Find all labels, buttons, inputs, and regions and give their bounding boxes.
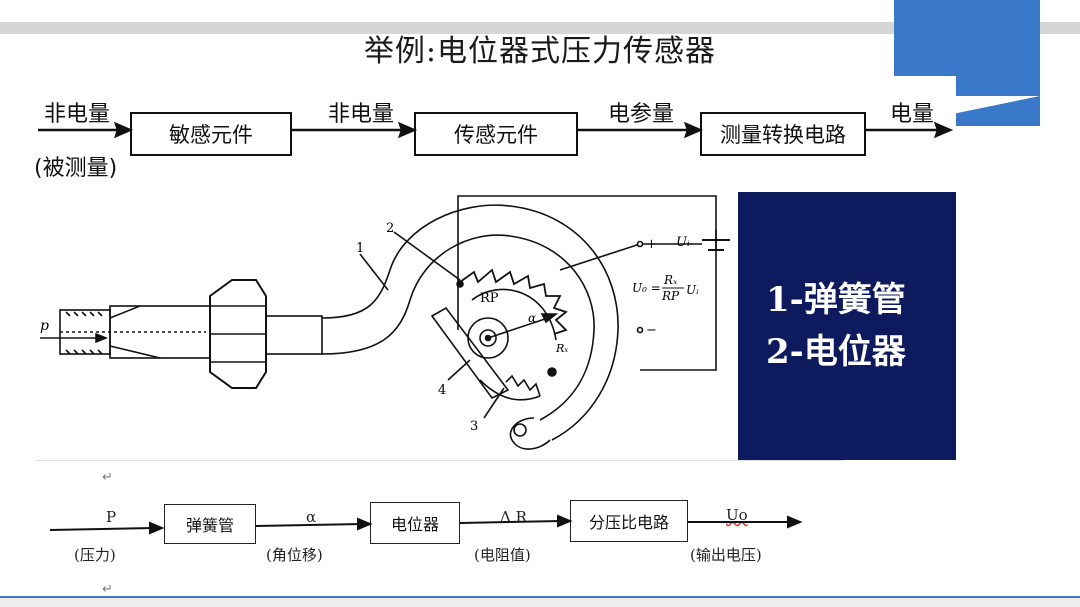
flow-box-potentiometer: 电位器: [370, 502, 460, 544]
flow-p-label: P: [106, 508, 117, 526]
fig-minus-label: −: [646, 323, 657, 338]
flow-box-divider-circuit: 分压比电路: [570, 500, 688, 542]
chain-box-sensing-label: 传感元件: [454, 123, 538, 147]
fig-num1: 1: [356, 241, 364, 256]
chain-box-sensing-element: 传感元件: [414, 112, 578, 156]
chain-mid2-label: 电参量: [608, 102, 675, 127]
fig-plus-label: +: [646, 237, 657, 252]
flow-alpha-label: α: [306, 508, 317, 526]
circuit-wire: [457, 195, 717, 371]
flow-box-potentiometer-label: 电位器: [390, 515, 439, 534]
top-accent-bar: [0, 22, 1080, 34]
bottom-gray-band: [0, 598, 1080, 607]
fig-rx-label: Rₓ: [555, 342, 568, 355]
flow-box-bourdon: 弹簧管: [164, 504, 256, 544]
fig-p-label: p: [40, 318, 49, 334]
fig-num2: 2: [386, 221, 394, 236]
flow-alpha-sub: (角位移): [266, 546, 323, 564]
chain-mid1-label: 非电量: [328, 102, 395, 127]
para-mark-bottom: ↵: [102, 582, 113, 597]
flow-uo-sub: (输出电压): [690, 546, 762, 564]
chain-input-sub: (被测量): [34, 156, 118, 181]
fig-formula-num: Rₓ: [663, 273, 678, 287]
fig-ui-label: Uᵢ: [676, 235, 690, 250]
fig-formula-den: RP: [661, 289, 680, 303]
fig-alpha-label: α: [528, 311, 536, 325]
legend-item-bourdon: 1-弹簧管: [766, 280, 906, 320]
fig-num4: 4: [438, 383, 446, 398]
fig-formula-rhs: Uᵢ: [686, 283, 699, 297]
flow-uo-label: Uo: [726, 506, 748, 524]
flow-box-divider-label: 分压比电路: [588, 513, 669, 532]
slide-title: 举例:电位器式压力传感器: [363, 34, 717, 69]
fig-formula-lhs: U₀ =: [632, 281, 661, 295]
flow-box-bourdon-label: 弹簧管: [185, 516, 234, 535]
legend-item-potentiometer: 2-电位器: [766, 332, 906, 372]
chain-box-measure-label: 测量转换电路: [720, 123, 846, 147]
para-mark-top: ↵: [102, 470, 113, 485]
flow-p-sub: (压力): [74, 546, 116, 564]
fig-num3: 3: [470, 419, 478, 434]
chain-box-sensitive-label: 敏感元件: [169, 123, 253, 147]
chain-output-label: 电量: [890, 102, 935, 127]
fig-rp-label: RP: [480, 291, 499, 306]
bottom-accent-line: [0, 596, 1080, 598]
chain-input-label: 非电量: [44, 102, 111, 127]
chain-box-measure-circuit: 测量转换电路: [700, 112, 866, 156]
flow-dr-sub: (电阻值): [474, 546, 531, 564]
chain-box-sensitive-element: 敏感元件: [130, 112, 292, 156]
legend-box: 1-弹簧管 2-电位器: [738, 192, 956, 460]
